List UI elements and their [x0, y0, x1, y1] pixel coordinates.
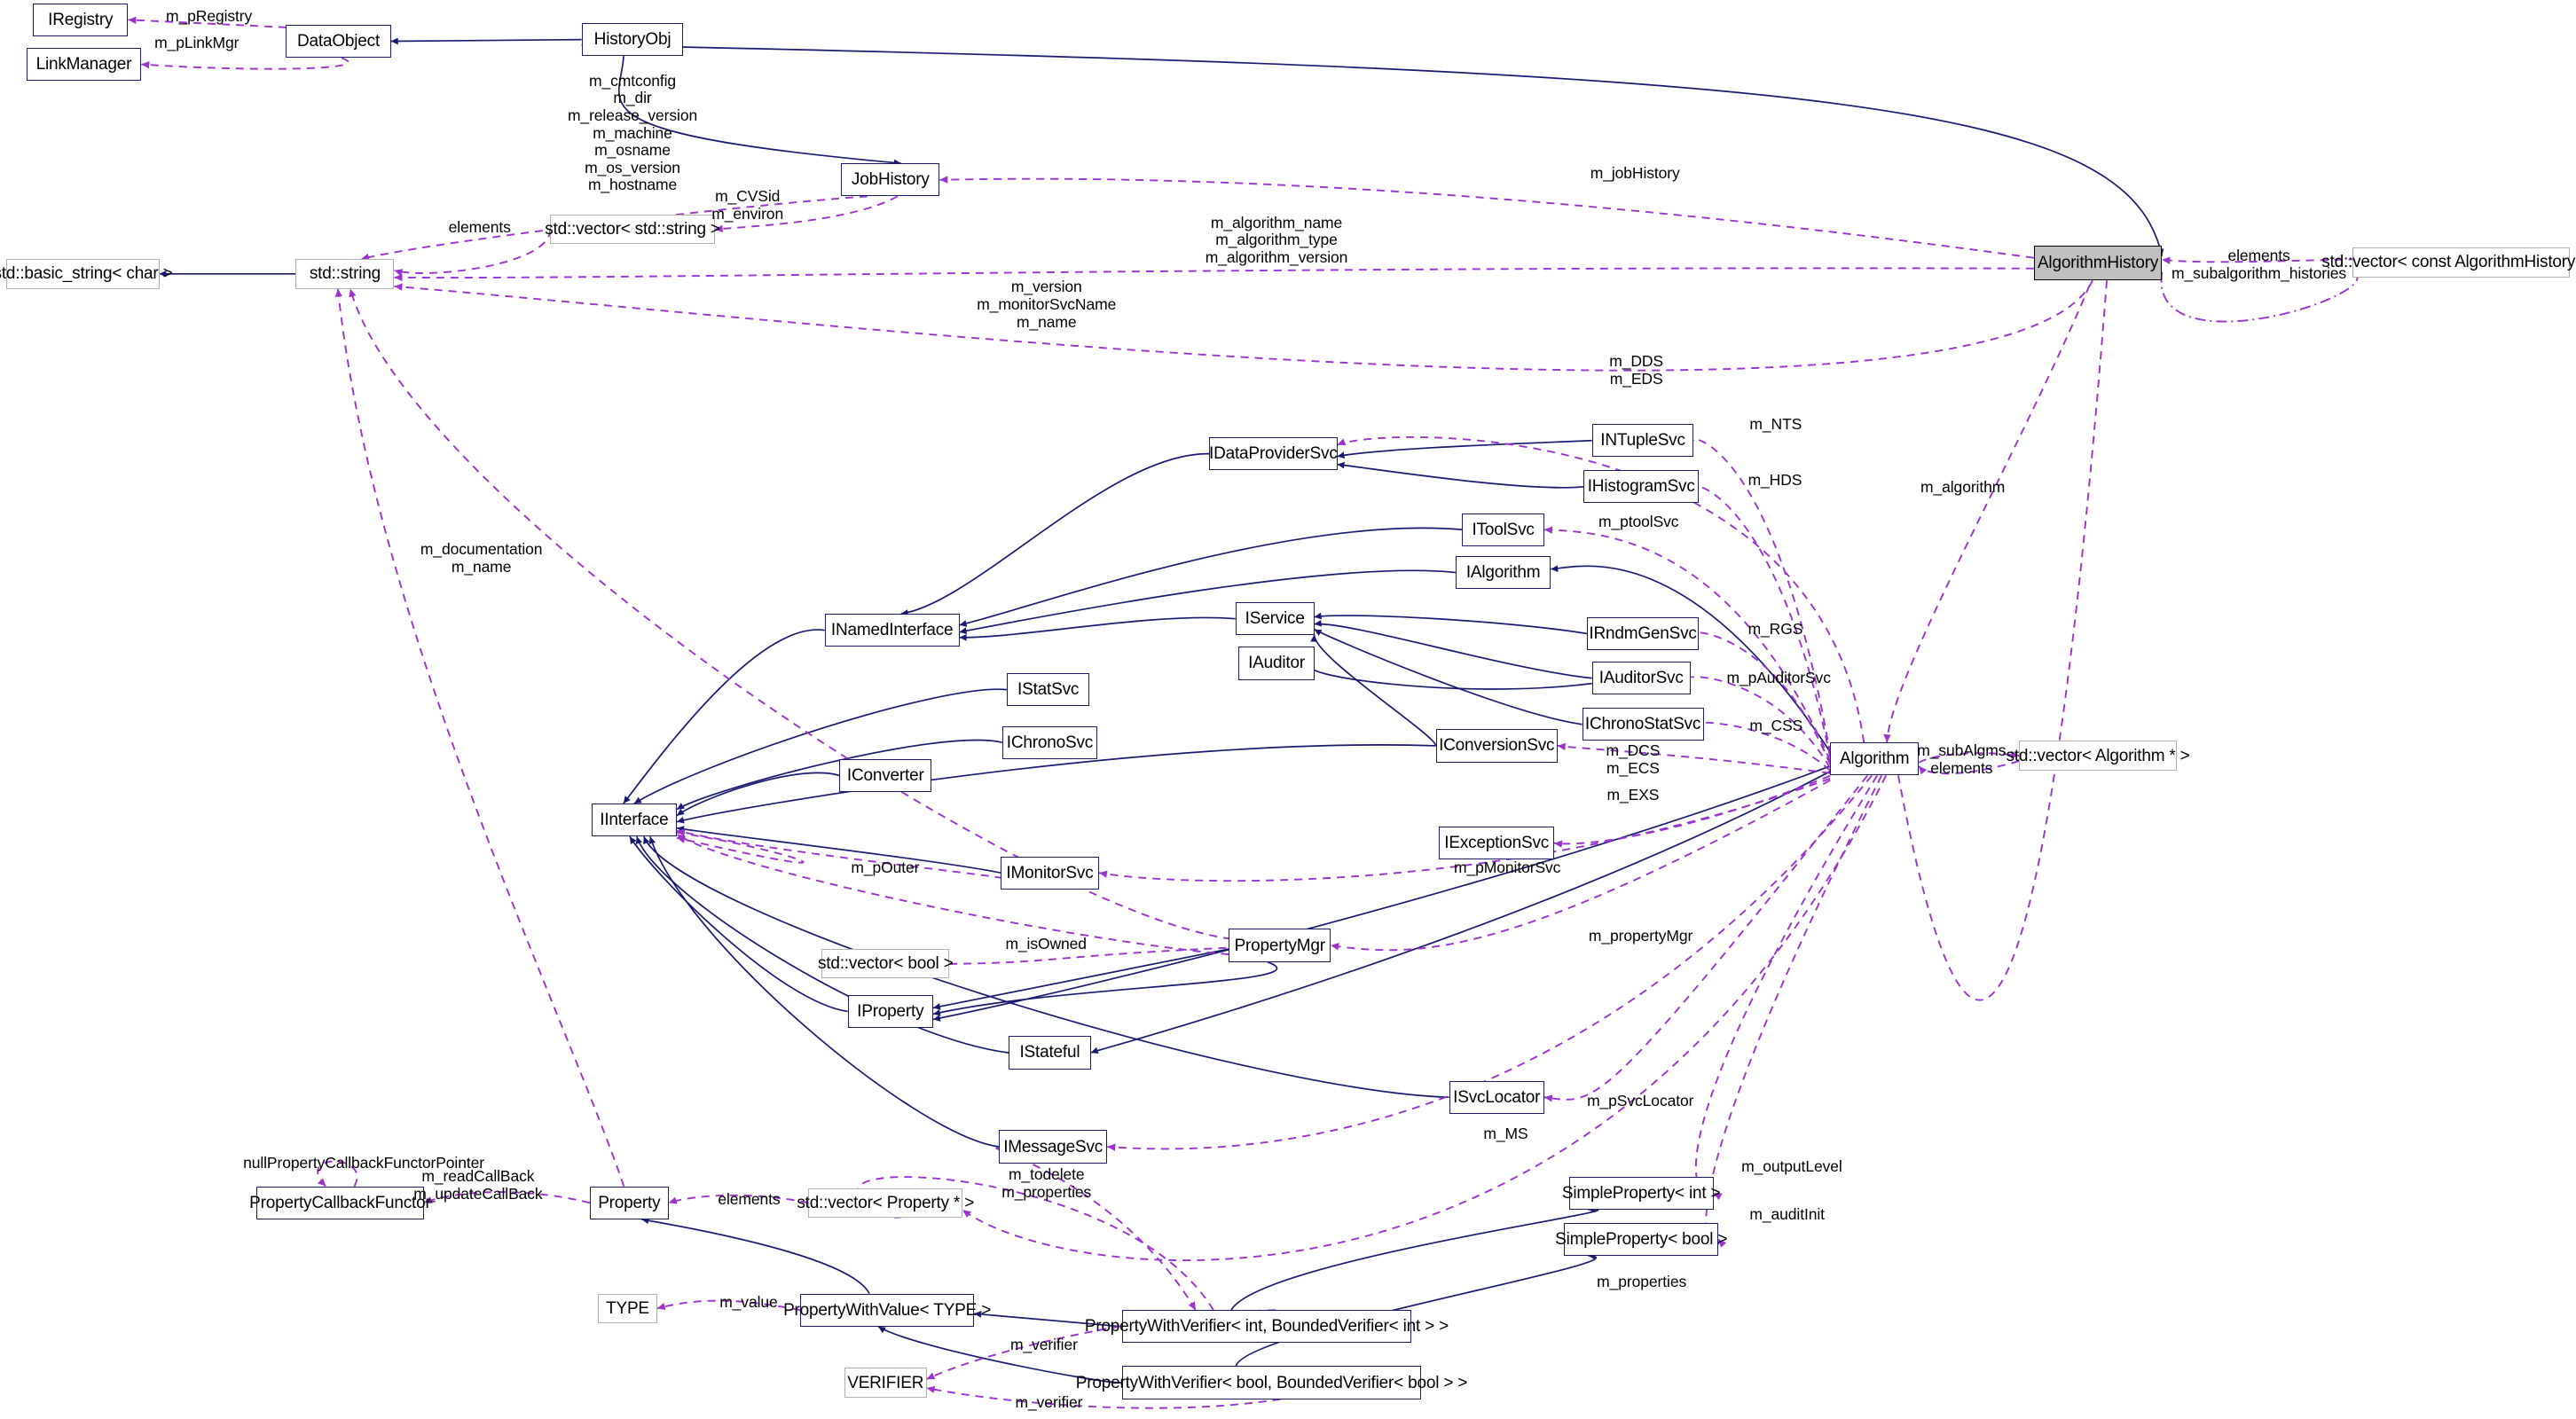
edge-label-m-pouter: m_pOuter — [851, 858, 920, 877]
edge-label-m-outputlevel: m_outputLevel — [1741, 1157, 1842, 1176]
class-node-imessagesvc[interactable]: IMessageSvc — [999, 1130, 1108, 1164]
class-node-iproperty[interactable]: IProperty — [847, 994, 933, 1029]
edge-label-m-auditinit: m_auditInit — [1749, 1205, 1825, 1223]
class-node-iconverter[interactable]: IConverter — [839, 758, 932, 793]
edge-label-m-ptoolsvc: m_ptoolSvc — [1598, 512, 1679, 530]
edge-label-nullpropertycallbackfunctorpointer: nullPropertyCallbackFunctorPointer — [243, 1154, 484, 1172]
edge-label-m-exs: m_EXS — [1606, 786, 1660, 804]
edge-label-version-attrs: m_version m_monitorSvcName m_name — [977, 278, 1117, 331]
class-node-ichronostatsvc[interactable]: IChronoStatSvc — [1582, 708, 1704, 741]
class-node-algorithm[interactable]: Algorithm — [1830, 742, 1920, 776]
class-node-iauditor[interactable]: IAuditor — [1238, 647, 1315, 680]
class-node-std-string[interactable]: std::string — [295, 259, 395, 289]
class-node-ialgorithm[interactable]: IAlgorithm — [1455, 555, 1551, 590]
class-node-vec-bool[interactable]: std::vector< bool > — [818, 948, 954, 979]
edge-label-elements-alghist: elements m_subalgorithm_histories — [2172, 247, 2347, 282]
edge-label-m-jobhistory: m_jobHistory — [1590, 164, 1680, 183]
edge-label-m-rgs: m_RGS — [1747, 619, 1803, 638]
class-node-algorithmhistory[interactable]: AlgorithmHistory — [2033, 246, 2163, 281]
edge-label-alg-attrs: m_algorithm_name m_algorithm_type m_algo… — [1205, 213, 1348, 267]
class-node-iexceptionsvc[interactable]: IExceptionSvc — [1439, 827, 1555, 860]
class-node-verifier[interactable]: VERIFIER — [844, 1368, 927, 1398]
class-node-istatsvc[interactable]: IStatSvc — [1007, 673, 1089, 707]
class-node-vec-string[interactable]: std::vector< std::string > — [545, 214, 720, 245]
class-node-property[interactable]: Property — [589, 1186, 669, 1219]
class-node-propertycallbackfunctor[interactable]: PropertyCallbackFunctor — [249, 1186, 431, 1219]
class-node-pwv-bool[interactable]: PropertyWithVerifier< bool, BoundedVerif… — [1076, 1366, 1467, 1399]
class-node-pwv-int[interactable]: PropertyWithVerifier< int, BoundedVerifi… — [1085, 1310, 1449, 1344]
edge-label-m-hds: m_HDS — [1747, 471, 1802, 490]
edge-label-m-cvsid-environ: m_CVSid m_environ — [711, 187, 784, 223]
class-node-iservice[interactable]: IService — [1235, 602, 1315, 636]
edge-label-m-css: m_CSS — [1749, 717, 1803, 735]
class-node-imonitorsvc[interactable]: IMonitorSvc — [1000, 856, 1099, 890]
class-node-propertymgr[interactable]: PropertyMgr — [1229, 929, 1331, 962]
class-node-linkmanager[interactable]: LinkManager — [26, 47, 142, 82]
class-node-ihistogramsvc[interactable]: IHistogramSvc — [1583, 470, 1699, 504]
edge-label-m-dcs-ecs: m_DCS m_ECS — [1606, 741, 1661, 777]
class-node-simplepropertybool[interactable]: SimpleProperty< bool > — [1555, 1222, 1727, 1256]
edge-label-m-pauditorsvc: m_pAuditorSvc — [1726, 669, 1831, 687]
class-node-type[interactable]: TYPE — [598, 1293, 657, 1324]
edge-label-m-plinkmgr: m_pLinkMgr — [154, 34, 240, 52]
edge-label-m-psvclocator: m_pSvcLocator — [1587, 1091, 1694, 1109]
edge-label-m-pregistry: m_pRegistry — [166, 7, 253, 26]
edge-label-m-nts: m_NTS — [1749, 414, 1802, 433]
class-node-idataprovidersvc[interactable]: IDataProviderSvc — [1209, 437, 1338, 471]
class-node-irndmgensvc[interactable]: IRndmGenSvc — [1587, 616, 1699, 651]
edge-label-m-readcallback: m_readCallBack m_updateCallBack — [413, 1167, 543, 1203]
edge-label-m-propertymgr: m_propertyMgr — [1588, 926, 1693, 945]
class-node-jobhistory[interactable]: JobHistory — [841, 163, 940, 197]
edge-label-m-documentation-name: m_documentation m_name — [420, 540, 543, 576]
class-node-isvclocator[interactable]: ISvcLocator — [1449, 1080, 1544, 1114]
class-node-vec-const-alghist[interactable]: std::vector< const AlgorithmHistory * > — [2321, 247, 2576, 278]
class-node-istateful[interactable]: IStateful — [1009, 1036, 1091, 1070]
class-node-iauditorsvc[interactable]: IAuditorSvc — [1591, 662, 1691, 695]
edge-label-m-algorithm: m_algorithm — [1920, 477, 2006, 496]
class-node-itoolsvc[interactable]: IToolSvc — [1462, 513, 1544, 546]
class-node-dataobject[interactable]: DataObject — [286, 24, 391, 59]
edge-label-m-verifier2: m_verifier — [1015, 1393, 1083, 1412]
edge-label-m-subalgms: m_subAlgms elements — [1917, 741, 2007, 777]
class-node-intuplesvc[interactable]: INTupleSvc — [1591, 424, 1694, 458]
edge-label-m-value: m_value — [719, 1292, 778, 1311]
edge-label-historyobj-attrs: m_cmtconfig m_dir m_release_version m_ma… — [567, 71, 698, 194]
edge-label-m-ms: m_MS — [1483, 1124, 1528, 1142]
edge-label-m-verifier1: m_verifier — [1010, 1335, 1078, 1353]
edge-label-m-isowned: m_isOwned — [1005, 934, 1087, 953]
class-node-historyobj[interactable]: HistoryObj — [581, 23, 684, 57]
class-node-vec-alg[interactable]: std::vector< Algorithm * > — [2007, 741, 2190, 771]
class-node-vec-property[interactable]: std::vector< Property * > — [797, 1188, 974, 1219]
edge-label-m-todelete: m_todelete m_properties — [1001, 1165, 1092, 1201]
edge-label-m-dds-eds: m_DDS m_EDS — [1609, 352, 1664, 388]
class-node-inamedinterface[interactable]: INamedInterface — [824, 614, 960, 647]
class-node-iconversionsvc[interactable]: IConversionSvc — [1435, 729, 1558, 763]
edge-label-elements-property: elements — [718, 1190, 781, 1209]
class-node-simplepropertyint[interactable]: SimpleProperty< int > — [1562, 1176, 1721, 1210]
class-node-iinterface[interactable]: IInterface — [591, 804, 678, 837]
class-node-basic-string[interactable]: std::basic_string< char > — [0, 259, 173, 289]
class-node-iregistry[interactable]: IRegistry — [33, 3, 129, 36]
edge-label-m-pmonitorsvc: m_pMonitorSvc — [1454, 858, 1561, 877]
class-node-propertywithvalue[interactable]: PropertyWithValue< TYPE > — [783, 1293, 991, 1327]
edge-label-elements-string: elements — [448, 218, 511, 237]
class-node-ichronosvc[interactable]: IChronoSvc — [1001, 725, 1098, 759]
edge-label-m-properties2: m_properties — [1597, 1273, 1687, 1291]
